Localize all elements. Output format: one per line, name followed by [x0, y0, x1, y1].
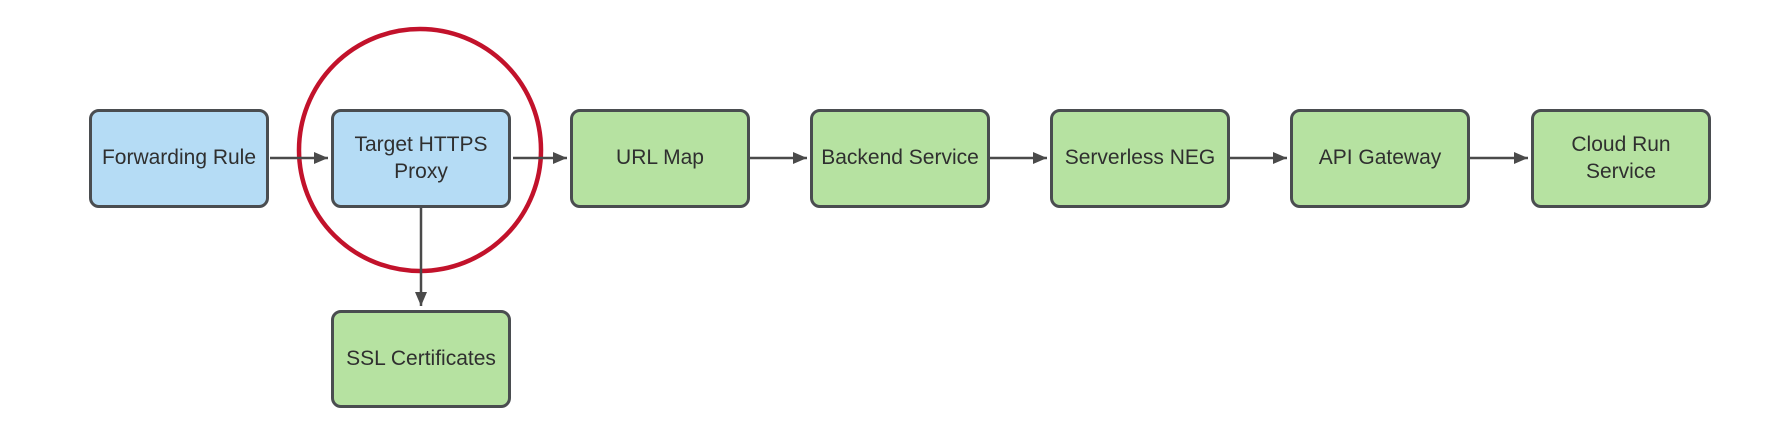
- node-api-gateway-label: API Gateway: [1318, 146, 1442, 170]
- node-ssl-certificates: SSL Certificates: [331, 310, 511, 408]
- node-serverless-neg: Serverless NEG: [1050, 109, 1230, 208]
- node-url-map-label: URL Map: [616, 146, 704, 170]
- node-url-map: URL Map: [570, 109, 750, 208]
- node-api-gateway: API Gateway: [1290, 109, 1470, 208]
- node-forwarding-rule: Forwarding Rule: [89, 109, 269, 208]
- node-cloud-run-service-label: Cloud Run Service: [1571, 133, 1671, 183]
- node-backend-service-label: Backend Service: [821, 146, 979, 170]
- node-target-https-proxy: Target HTTPS Proxy: [331, 109, 511, 208]
- node-forwarding-rule-label: Forwarding Rule: [101, 146, 257, 170]
- node-target-https-proxy-label: Target HTTPS Proxy: [354, 133, 488, 183]
- node-cloud-run-service: Cloud Run Service: [1531, 109, 1711, 208]
- node-backend-service: Backend Service: [810, 109, 990, 208]
- node-serverless-neg-label: Serverless NEG: [1064, 146, 1216, 170]
- node-ssl-certificates-label: SSL Certificates: [346, 346, 496, 370]
